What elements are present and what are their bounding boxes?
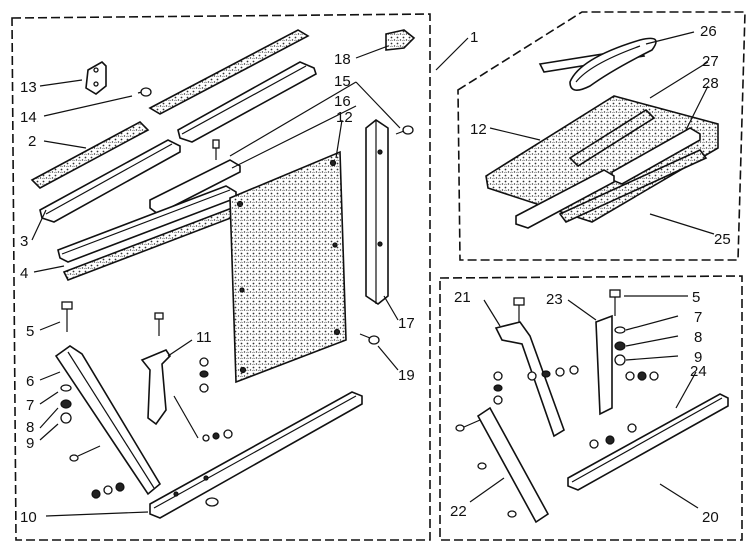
- part-11-hardware: [173, 357, 233, 442]
- callout-15: 15: [334, 73, 351, 90]
- callout-7-right: 7: [694, 309, 702, 326]
- part-22-leg: [455, 406, 550, 524]
- callout-13: 13: [20, 79, 37, 96]
- callout-1: 1: [470, 29, 478, 46]
- callout-12: 12: [336, 109, 353, 126]
- part-12-kit-panel: [485, 95, 719, 223]
- callout-18: 18: [334, 51, 351, 68]
- part-10-hardware: [91, 482, 219, 507]
- part-27-strip: [568, 108, 656, 168]
- main-kit-frame: [11, 13, 431, 541]
- part-24-rail: [567, 393, 729, 491]
- callout-26: 26: [700, 23, 717, 40]
- part-11-bracket: [140, 312, 172, 426]
- part-17-post: [365, 119, 389, 305]
- callout-11: 11: [196, 329, 212, 346]
- callout-8: 8: [26, 419, 34, 436]
- part-5-bolt: [61, 301, 73, 332]
- callout-5-right: 5: [692, 289, 700, 306]
- callout-12-kit: 12: [470, 121, 487, 138]
- part-26-seal-loop: [569, 37, 657, 91]
- callout-6: 6: [26, 373, 34, 390]
- callout-8-right: 8: [694, 329, 702, 346]
- callout-20: 20: [702, 509, 719, 526]
- kit-lower-rail: [515, 169, 615, 229]
- part-2-strip: [30, 121, 150, 189]
- callout-23: 23: [546, 291, 563, 308]
- callout-labels: 1 2 3 4 5 6 7 8 9 10 11 12 13 14 15 16 1…: [20, 23, 731, 526]
- callout-5: 5: [26, 323, 34, 340]
- callout-16: 16: [334, 93, 351, 110]
- part-14-screw: [137, 87, 152, 97]
- callout-17: 17: [398, 315, 415, 332]
- part-16-channel: [149, 159, 241, 215]
- callout-14: 14: [20, 109, 37, 126]
- part-12-panel: [229, 150, 347, 384]
- part-10-rail: [149, 391, 363, 519]
- part-16-screw: [212, 139, 220, 160]
- part-23-bracket: [595, 289, 621, 416]
- part-21-hardware: [493, 365, 579, 405]
- hardware-7-8-9: [60, 384, 72, 424]
- lower-kit-frame: [439, 275, 743, 541]
- part-19-screw: [359, 333, 380, 345]
- part-24-hardware: [589, 423, 637, 449]
- callout-19: 19: [398, 367, 415, 384]
- callout-2: 2: [28, 133, 36, 150]
- channel-rail-mid: [177, 61, 317, 143]
- callout-21: 21: [454, 289, 471, 306]
- leader-lines: [31, 31, 715, 517]
- callout-4: 4: [20, 265, 28, 282]
- upper-angle-rail: [148, 29, 310, 115]
- callout-28: 28: [702, 75, 719, 92]
- part-23-hardware: [614, 326, 659, 381]
- callout-27: 27: [702, 53, 719, 70]
- callout-9: 9: [26, 435, 34, 452]
- panel-screws: [236, 159, 341, 374]
- upper-kit-frame: [457, 11, 746, 261]
- leg-screw: [69, 445, 101, 462]
- callout-7: 7: [26, 397, 34, 414]
- callout-22: 22: [450, 503, 467, 520]
- part-15-screw: [395, 125, 414, 135]
- callout-24: 24: [690, 363, 707, 380]
- callout-9-right: 9: [694, 349, 702, 366]
- callout-25: 25: [714, 231, 731, 248]
- callout-10: 10: [20, 509, 37, 526]
- part-13-bracket: [85, 61, 107, 95]
- part-21-bracket: [494, 297, 565, 438]
- part-18-block: [385, 29, 416, 51]
- callout-3: 3: [20, 233, 28, 250]
- kit-bottom-strip: [558, 149, 708, 223]
